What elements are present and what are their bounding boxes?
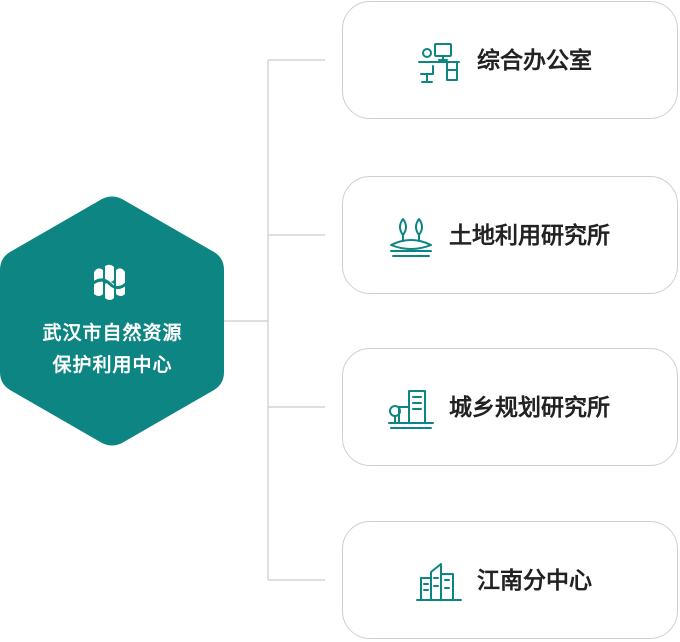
department-card-land-use[interactable]: 土地利用研究所 [342,176,678,294]
center-title-line1: 武汉市自然资源 [42,322,183,344]
department-card-urban-planning[interactable]: 城乡规划研究所 [342,348,678,466]
center-title-line2: 保护利用中心 [52,354,173,376]
hexagon-shape [0,196,224,446]
city-buildings-icon [416,563,462,601]
department-card-jiangnan[interactable]: 江南分中心 [342,521,678,639]
office-desk-icon [418,43,460,83]
department-label: 江南分中心 [477,568,592,594]
department-card-office[interactable]: 综合办公室 [342,1,678,119]
department-label: 土地利用研究所 [449,223,610,249]
center-logo-icon [91,264,130,300]
urban-planning-icon [388,390,434,429]
department-label: 综合办公室 [477,48,592,74]
center-node [0,196,225,446]
department-label: 城乡规划研究所 [449,395,610,421]
land-use-icon [390,218,432,257]
